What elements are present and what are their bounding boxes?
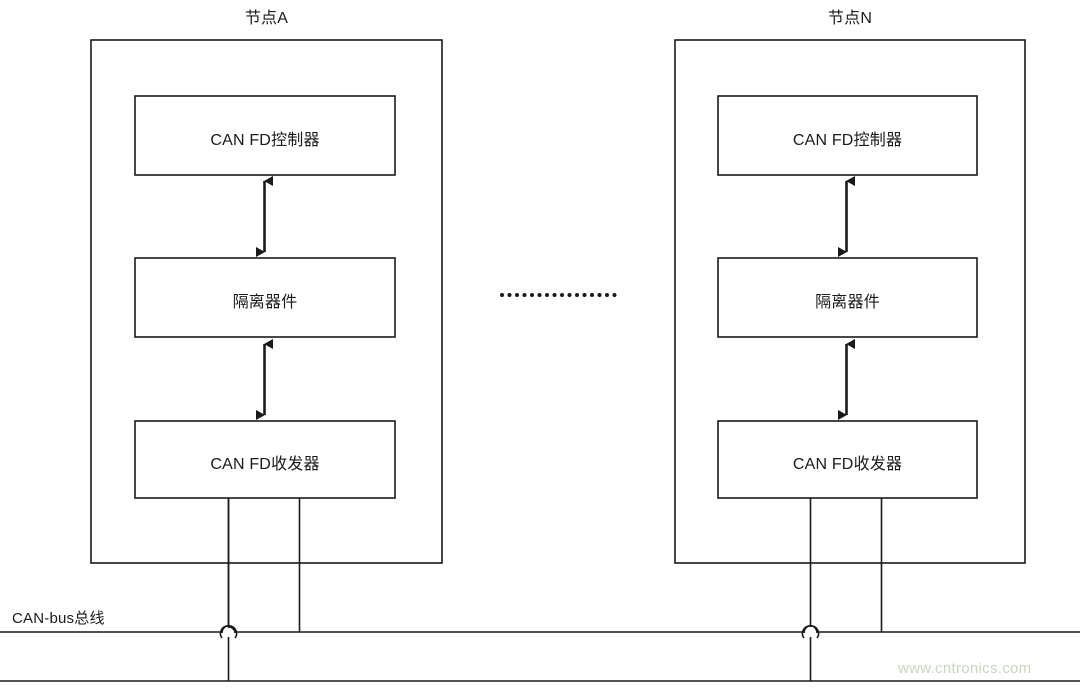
isolation-device-a-box — [134, 257, 396, 338]
node-a-hop-arc-top — [221, 624, 236, 634]
can-fd-transceiver-a-label: CAN FD收发器 — [210, 456, 320, 473]
can-fd-transceiver-n-box — [717, 420, 978, 499]
can-fd-transceiver-n-label: CAN FD收发器 — [792, 456, 903, 473]
isolation-device-n-box — [717, 257, 978, 338]
node-a-title: 节点A — [244, 10, 289, 27]
node-a-group — [90, 39, 443, 681]
node-n-hop-arc-top — [803, 624, 818, 634]
can-fd-transceiver-a-box — [134, 420, 396, 499]
site-watermark: www.cntronics.com — [898, 660, 1032, 677]
node-n-group — [674, 39, 1026, 681]
isolation-device-n-label: 隔离器件 — [815, 294, 880, 311]
ellipsis-connector — [500, 293, 617, 297]
can-fd-controller-n-label: CAN FD控制器 — [792, 132, 903, 149]
can-fd-controller-a-label: CAN FD控制器 — [210, 132, 320, 149]
can-fd-controller-a-box — [134, 95, 396, 176]
can-bus-label: CAN-bus总线 — [12, 610, 105, 627]
isolation-device-a-label: 隔离器件 — [232, 294, 298, 311]
can-fd-controller-n-box — [717, 95, 978, 176]
node-n-title: 节点N — [827, 10, 873, 27]
